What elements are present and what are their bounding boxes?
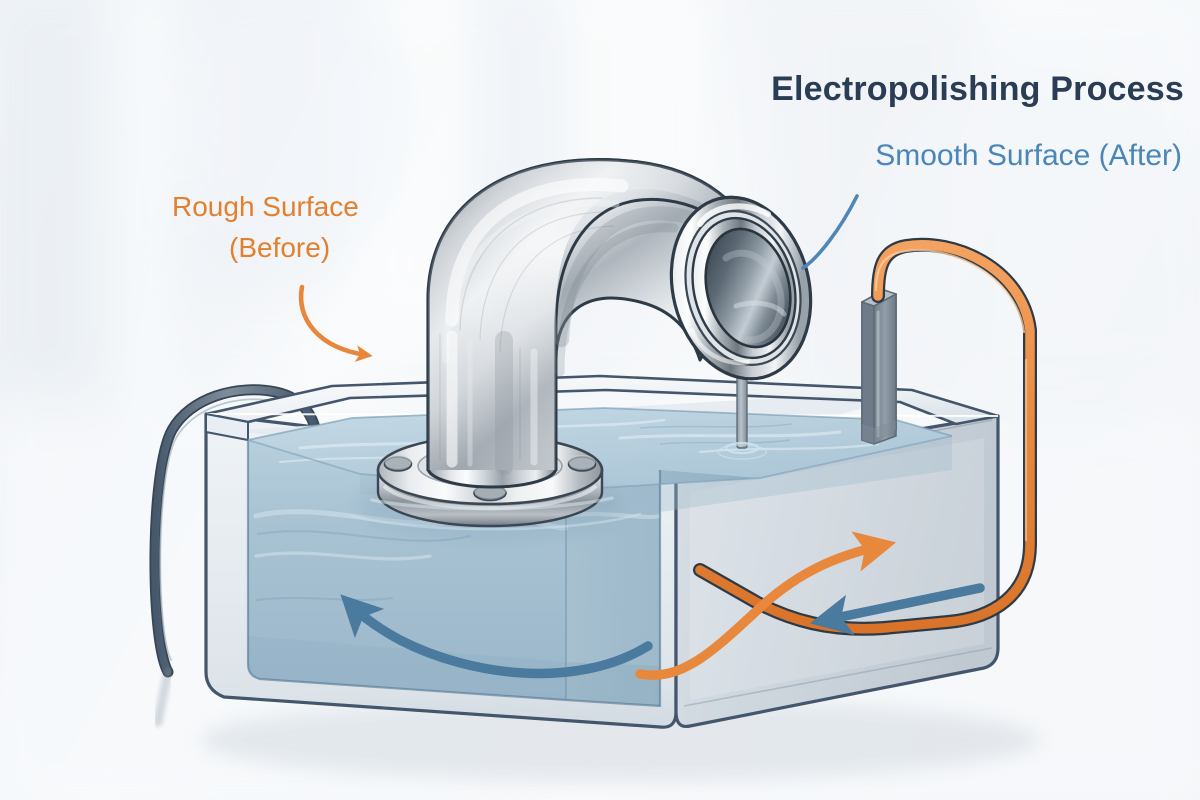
smooth-surface-label: Smooth Surface (After) bbox=[875, 139, 1182, 172]
cathode-electrode-plate bbox=[861, 289, 897, 445]
stainless-steel-elbow-pipe bbox=[358, 158, 813, 540]
tank-right-wall bbox=[674, 414, 1000, 729]
page-title: Electropolishing Process bbox=[771, 70, 1184, 108]
pipe-bore bbox=[704, 227, 792, 349]
current-flow-arrow-blue-side bbox=[809, 583, 985, 636]
rough-surface-leader-arrow bbox=[298, 284, 373, 362]
current-flow-arrow-orange bbox=[635, 531, 897, 680]
pipe-opening bbox=[669, 195, 813, 381]
rough-surface-label-line2: (Before) bbox=[229, 232, 331, 263]
smooth-surface-leader-line bbox=[801, 194, 859, 270]
electrolyte-right-face bbox=[566, 470, 760, 706]
rough-surface-label-line1: Rough Surface bbox=[172, 191, 359, 222]
tank-ground-shadow bbox=[200, 698, 1040, 782]
current-flow-arrow-blue-front bbox=[340, 594, 653, 679]
flange-water-ripples bbox=[350, 496, 642, 531]
